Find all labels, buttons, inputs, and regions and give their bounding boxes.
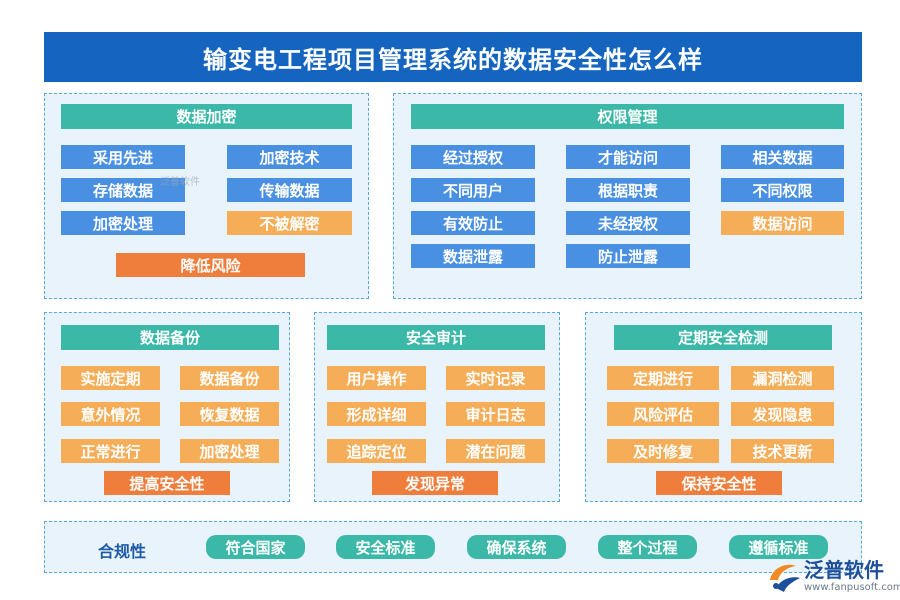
backup-conclusion: 提高安全性	[104, 471, 230, 495]
brand-url: www.fanpusoft.com	[804, 582, 900, 593]
encryption-item: 不被解密	[227, 211, 352, 235]
compliance-item: 遵循标准	[729, 535, 828, 559]
audit-item: 用户操作	[327, 366, 426, 390]
permission-item: 根据职责	[566, 178, 690, 202]
permission-item: 不同用户	[411, 178, 535, 202]
inspection-item: 及时修复	[607, 439, 719, 463]
watermark: 泛普软件	[160, 177, 200, 188]
permission-item: 数据泄露	[411, 244, 535, 268]
permission-item: 未经授权	[566, 211, 690, 235]
brand-name: 泛普软件	[804, 558, 884, 582]
backup-item: 实施定期	[61, 366, 160, 390]
audit-item: 实时记录	[446, 366, 545, 390]
backup-item: 数据备份	[180, 366, 279, 390]
audit-item: 潜在问题	[446, 439, 545, 463]
brand-logo: 泛普软件 www.fanpusoft.com	[764, 554, 900, 598]
inspection-item: 定期进行	[607, 366, 719, 390]
audit-item: 追踪定位	[327, 439, 426, 463]
inspection-item: 技术更新	[731, 439, 834, 463]
encryption-item: 采用先进	[61, 145, 185, 169]
inspection-item: 发现隐患	[731, 402, 834, 426]
permission-item: 经过授权	[411, 145, 535, 169]
inspection-header: 定期安全检测	[614, 325, 832, 350]
encryption-item: 传输数据	[227, 178, 352, 202]
compliance-item: 整个过程	[598, 535, 697, 559]
compliance-item: 符合国家	[206, 535, 305, 559]
permission-item: 防止泄露	[566, 244, 690, 268]
inspection-conclusion: 保持安全性	[656, 471, 782, 495]
audit-item: 形成详细	[327, 402, 426, 426]
backup-item: 加密处理	[180, 439, 279, 463]
encryption-item: 加密处理	[61, 211, 185, 235]
brand-logo-icon	[770, 564, 800, 592]
audit-item: 审计日志	[446, 402, 545, 426]
audit-conclusion: 发现异常	[372, 471, 498, 495]
page-title: 输变电工程项目管理系统的数据安全性怎么样	[44, 32, 862, 82]
permission-item: 相关数据	[721, 145, 844, 169]
compliance-item: 安全标准	[336, 535, 435, 559]
permission-item: 数据访问	[721, 211, 844, 235]
backup-header: 数据备份	[61, 325, 279, 350]
backup-item: 正常进行	[61, 439, 160, 463]
permission-item: 才能访问	[566, 145, 690, 169]
compliance-item: 确保系统	[467, 535, 566, 559]
permission-item: 不同权限	[721, 178, 844, 202]
compliance-label: 合规性	[98, 542, 147, 561]
audit-header: 安全审计	[327, 325, 545, 350]
encryption-item: 加密技术	[227, 145, 352, 169]
permission-item: 有效防止	[411, 211, 535, 235]
permission-header: 权限管理	[411, 104, 844, 129]
compliance-panel	[44, 521, 862, 573]
inspection-item: 风险评估	[607, 402, 719, 426]
encryption-header: 数据加密	[61, 104, 352, 129]
encryption-item: 存储数据	[61, 178, 185, 202]
encryption-conclusion: 降低风险	[116, 253, 305, 277]
inspection-item: 漏洞检测	[731, 366, 834, 390]
backup-item: 意外情况	[61, 402, 160, 426]
backup-item: 恢复数据	[180, 402, 279, 426]
